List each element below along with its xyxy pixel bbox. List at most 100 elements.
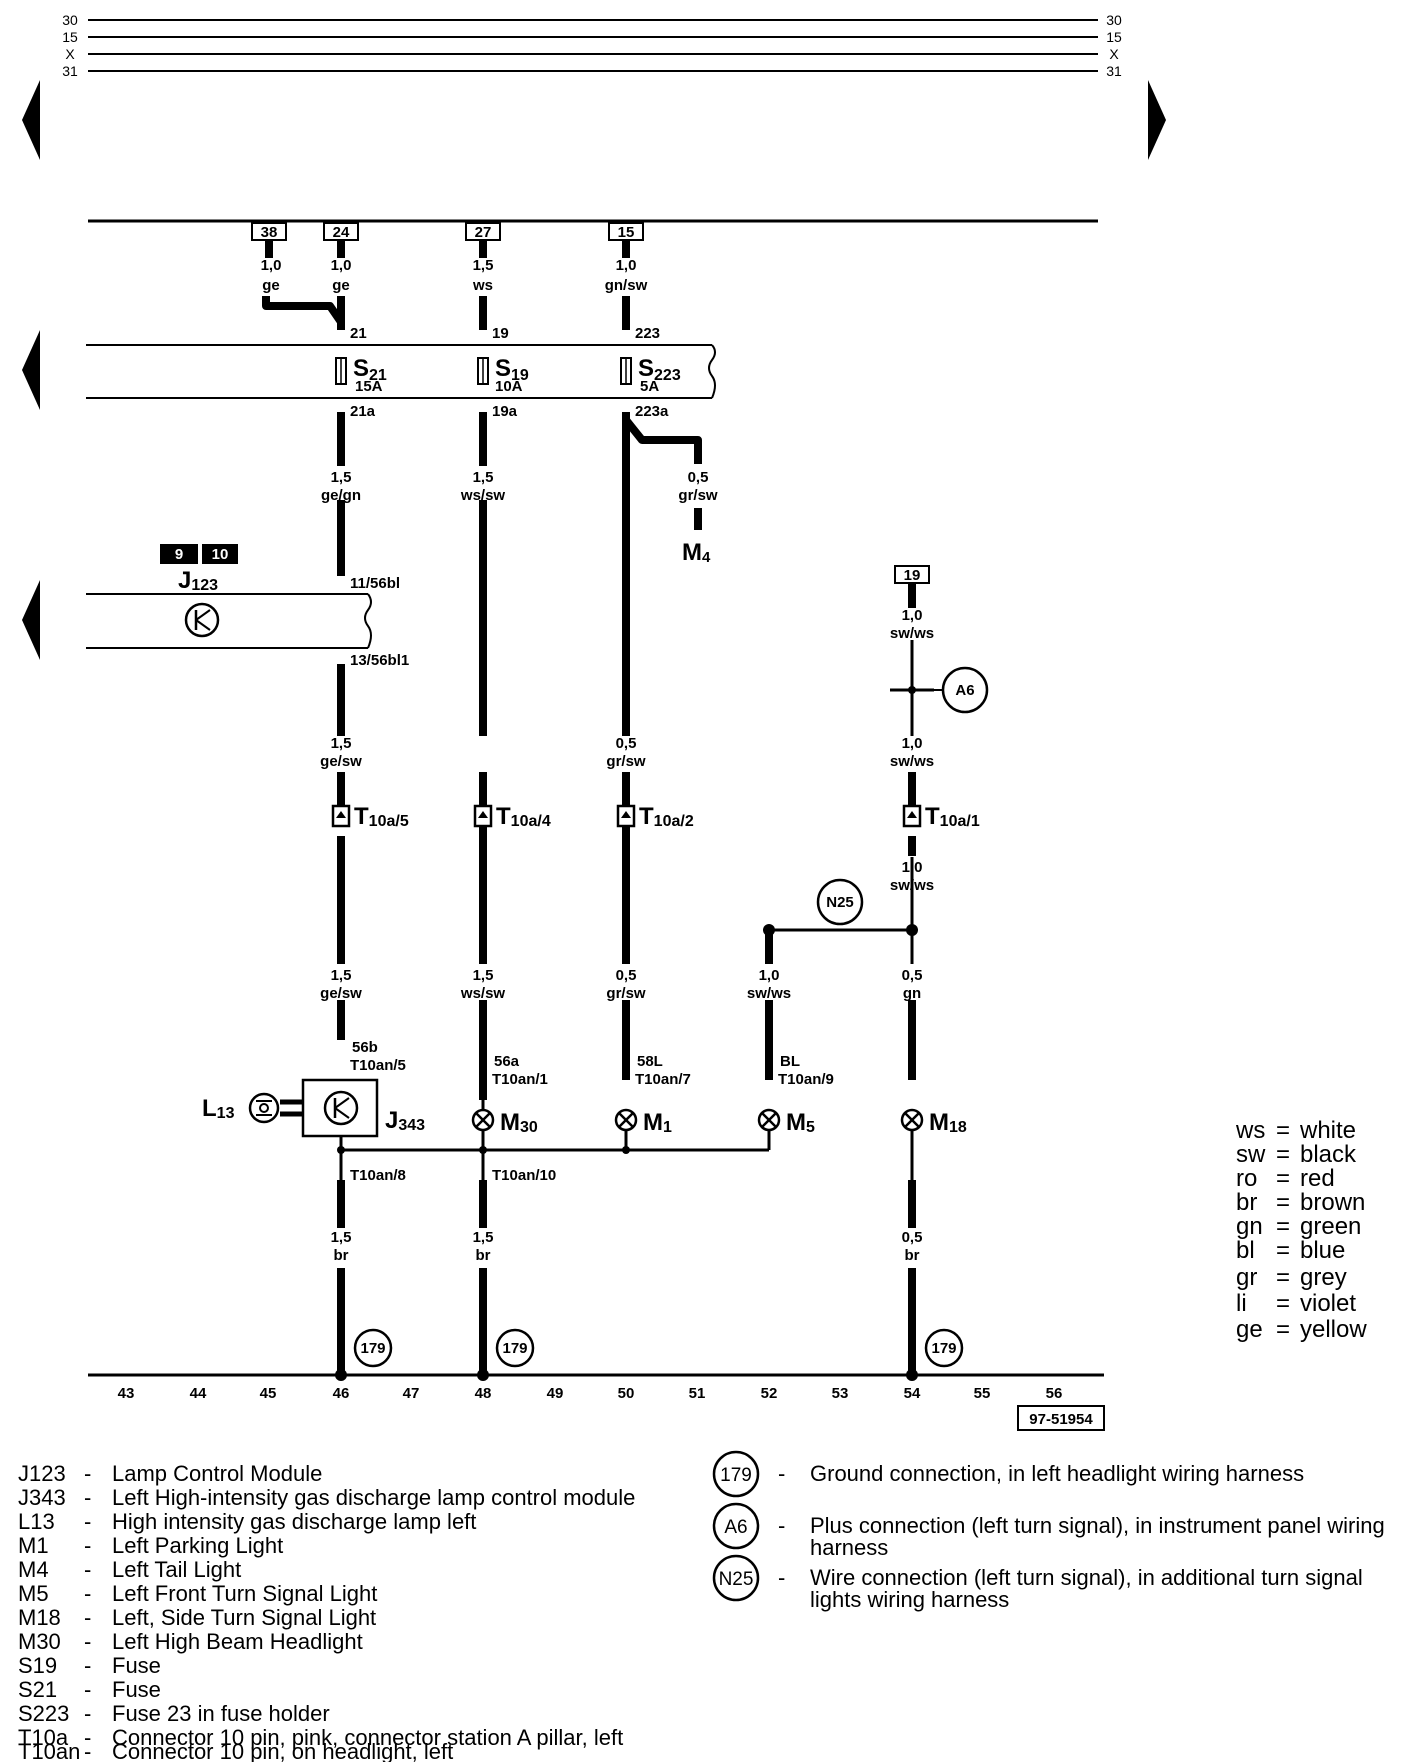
color-equals: =: [1276, 1264, 1290, 1291]
fuse-holder: 21 S21 15A 21a 19 S19 10A 19a 223 S223 5…: [86, 325, 716, 420]
legend-code: L13: [18, 1509, 55, 1534]
fuse-s19-pin-in: 19: [492, 325, 509, 342]
legend-dash: -: [84, 1605, 91, 1630]
legend-code: S19: [18, 1653, 57, 1678]
j123-pin-in: 11/56bl: [350, 575, 400, 592]
ground-connections: 179 179 179: [353, 1328, 964, 1368]
wire-color: gn: [903, 985, 921, 1002]
color-equals: =: [1276, 1117, 1290, 1144]
pin-function: 56a: [494, 1053, 520, 1070]
legend-code: M5: [18, 1581, 49, 1606]
wire-color: ge/sw: [320, 753, 362, 770]
t10a-1-label: T10a/1: [925, 803, 980, 830]
page-continue-right-icon: [1148, 80, 1166, 160]
column-number: 44: [190, 1385, 207, 1402]
color-name: white: [1299, 1117, 1356, 1144]
wire-size: 0,5: [688, 469, 709, 486]
terminal-15: 15: [618, 224, 635, 241]
fuse-s21-pin-out: 21a: [350, 403, 376, 420]
component-legend: J123 - Lamp Control Module J343 - Left H…: [18, 1461, 635, 1762]
legend-dash: -: [84, 1629, 91, 1654]
legend-dash: -: [84, 1677, 91, 1702]
legend-dash: -: [84, 1653, 91, 1678]
wire-color: br: [905, 1247, 920, 1264]
legend-code: J123: [18, 1461, 66, 1486]
fuse-s223-pin-out: 223a: [635, 403, 669, 420]
wire-color: sw/ws: [890, 625, 934, 642]
column-number: 55: [974, 1385, 991, 1402]
wire-size: 1,5: [331, 469, 352, 486]
legend-dash: -: [778, 1513, 785, 1538]
column-number: 45: [260, 1385, 277, 1402]
wire-size: 1,5: [473, 1229, 494, 1246]
wire-size: 1,0: [902, 735, 923, 752]
a6-connection: A6: [955, 682, 974, 699]
pin-number: T10an/9: [778, 1071, 834, 1088]
j123-module: 9 10 J123 11/56bl 13/56bl1: [86, 544, 409, 669]
rail-label-right: 15: [1106, 29, 1122, 45]
connection-legend: 179 - Ground connection, in left headlig…: [712, 1450, 1385, 1612]
legend-dash: -: [84, 1581, 91, 1606]
wire-color: ge: [262, 277, 280, 294]
terminal-19: 19: [904, 567, 921, 584]
legend-dash: -: [84, 1557, 91, 1582]
wire-size: 1,0: [616, 257, 637, 274]
legend-dash: -: [778, 1461, 785, 1486]
color-code: ro: [1236, 1165, 1257, 1192]
connection-symbol: N25: [719, 1569, 754, 1590]
j123-pin-out: 13/56bl1: [350, 652, 409, 669]
t10a-4-label: T10a/4: [496, 803, 551, 830]
legend-code: J343: [18, 1485, 66, 1510]
column-number: 46: [333, 1385, 350, 1402]
t10a-connectors: T10a/5 T10a/4 T10a/2 T10a/1: [331, 803, 980, 830]
connection-desc: Ground connection, in left headlight wir…: [810, 1461, 1304, 1486]
connection-desc: harness: [810, 1535, 888, 1560]
wire-color: gr/sw: [606, 753, 646, 770]
rail-label-left: X: [65, 46, 75, 62]
connection-desc: lights wiring harness: [810, 1587, 1009, 1612]
legend-code: M1: [18, 1533, 49, 1558]
power-rails: 30 15 X 31 30 15 X 31: [62, 12, 1122, 79]
rail-label-right: 31: [1106, 63, 1122, 79]
color-name: brown: [1300, 1189, 1365, 1216]
wire-size: 1,5: [473, 469, 494, 486]
wire-color: br: [476, 1247, 491, 1264]
wire-size: 0,5: [902, 967, 923, 984]
wire-size: 1,5: [331, 735, 352, 752]
legend-desc: Connector 10 pin, pink, connector statio…: [112, 1725, 623, 1750]
legend-dash: -: [84, 1461, 91, 1486]
diagram-reference: 97-51954: [1029, 1411, 1093, 1428]
wire-size: 0,5: [902, 1229, 923, 1246]
color-name: violet: [1300, 1290, 1356, 1317]
j123-label: J123: [178, 567, 218, 594]
terminal-24: 24: [333, 224, 350, 241]
wire-color: ws/sw: [460, 985, 506, 1002]
column-number: 53: [832, 1385, 849, 1402]
legend-code: S223: [18, 1701, 69, 1726]
pin-number: T10an/8: [350, 1167, 406, 1184]
column-number: 48: [475, 1385, 492, 1402]
legend-dash: -: [84, 1725, 91, 1750]
m30-label: M30: [500, 1109, 538, 1136]
ground-179: 179: [360, 1340, 385, 1357]
wire-color: sw/ws: [890, 753, 934, 770]
color-name: green: [1300, 1213, 1361, 1240]
color-code: ws: [1235, 1117, 1265, 1144]
pin-number: T10an/7: [635, 1071, 691, 1088]
column-number: 47: [403, 1385, 420, 1402]
color-equals: =: [1276, 1316, 1290, 1343]
wire-color: gr/sw: [606, 985, 646, 1002]
j343-module: J343 L13: [202, 1078, 425, 1138]
legend-desc: Left, Side Turn Signal Light: [112, 1605, 376, 1630]
wire-color: ge: [332, 277, 350, 294]
color-code-table: ws = white sw = black ro = red br = brow…: [1235, 1117, 1367, 1343]
legend-desc: Lamp Control Module: [112, 1461, 322, 1486]
wire-size: 1,5: [473, 257, 494, 274]
page-continue-left-icon: [22, 80, 40, 160]
color-code: gn: [1236, 1213, 1263, 1240]
fuse-s19-pin-out: 19a: [492, 403, 518, 420]
wire-color: sw/ws: [747, 985, 791, 1002]
connection-symbol: A6: [724, 1517, 747, 1538]
wire-color: ge/sw: [320, 985, 362, 1002]
